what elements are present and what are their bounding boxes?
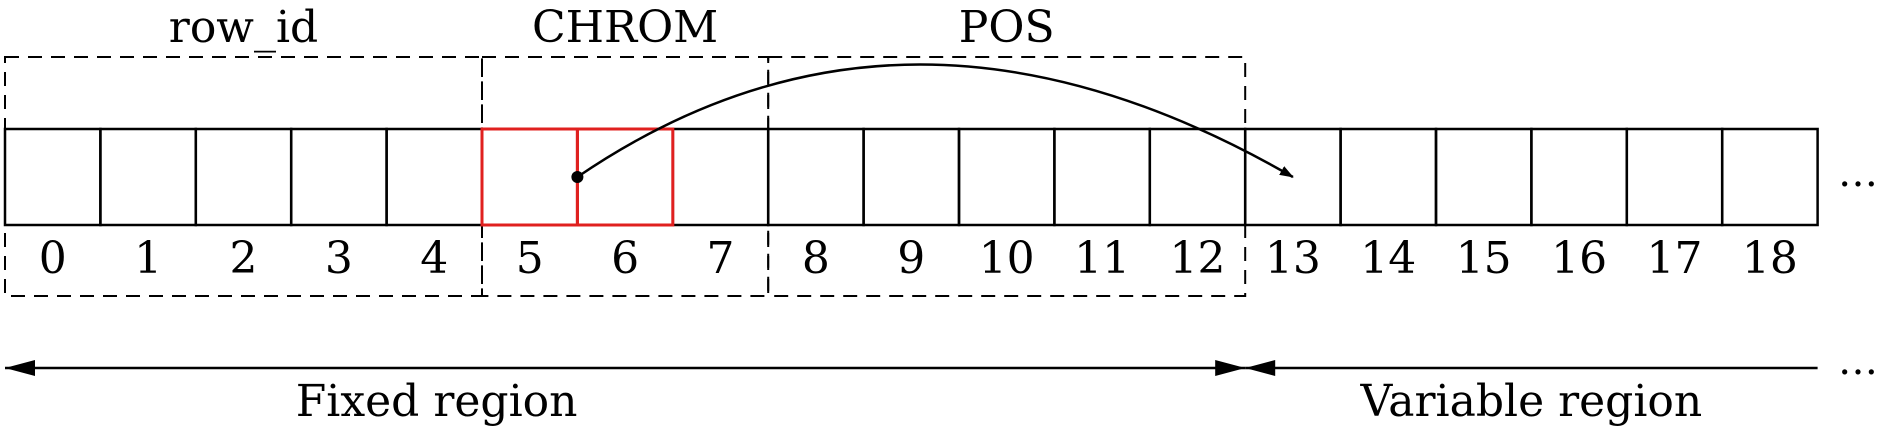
field-label: row_id [169,2,318,53]
cell-index: 16 [1551,233,1607,284]
region-arrows [5,360,1818,376]
cell-index: 18 [1742,233,1798,284]
cell [289,127,388,227]
cell [576,127,675,227]
cell-index: 10 [979,233,1035,284]
cell [957,127,1056,227]
cell-index: 0 [39,233,67,284]
cell-index: 6 [611,233,639,284]
variable-region-arrowhead-left [1245,360,1276,376]
cell [385,127,484,227]
region-ellipsis: … [1838,338,1878,384]
field-label: POS [959,2,1055,53]
highlighted-cell [575,127,675,227]
fixed-region-arrowhead-left [5,360,35,376]
field-labels: row_id CHROM POS [169,2,1055,53]
cell-index: 2 [230,233,258,284]
cell-index: 1 [134,233,162,284]
cell-index: 4 [420,233,448,284]
pointer-origin-dot [571,171,584,183]
cell-index: 3 [325,233,353,284]
cell [1053,127,1152,227]
fixed-region-label: Fixed region [296,376,578,427]
cell [99,127,198,227]
cell-index: 15 [1456,233,1512,284]
cell-index: 12 [1170,233,1226,284]
pointer-arrow [576,63,1294,179]
field-label: CHROM [532,2,718,53]
cell [1339,127,1438,227]
cell-index: 17 [1647,233,1703,284]
highlighted-cell [480,127,579,227]
fixed-region-arrowhead-right [1215,360,1246,376]
cell-index: 9 [897,233,925,284]
cell [862,127,961,227]
cell [671,127,770,227]
cell-index: 11 [1074,233,1130,284]
cell [1625,127,1724,227]
cell-index: 5 [516,233,544,284]
cell-index: 8 [802,233,830,284]
variable-region-label: Variable region [1360,376,1703,427]
cell-index: 14 [1360,233,1416,284]
cell [480,127,579,227]
cell [1530,127,1629,227]
cell [1720,127,1819,227]
cell-index: 7 [707,233,735,284]
cells-ellipsis: … [1838,150,1878,196]
cell-row [3,127,1819,227]
cell [3,127,102,227]
cell [766,127,865,227]
cell-index: 13 [1265,233,1321,284]
cell [1434,127,1533,227]
cell [194,127,293,227]
